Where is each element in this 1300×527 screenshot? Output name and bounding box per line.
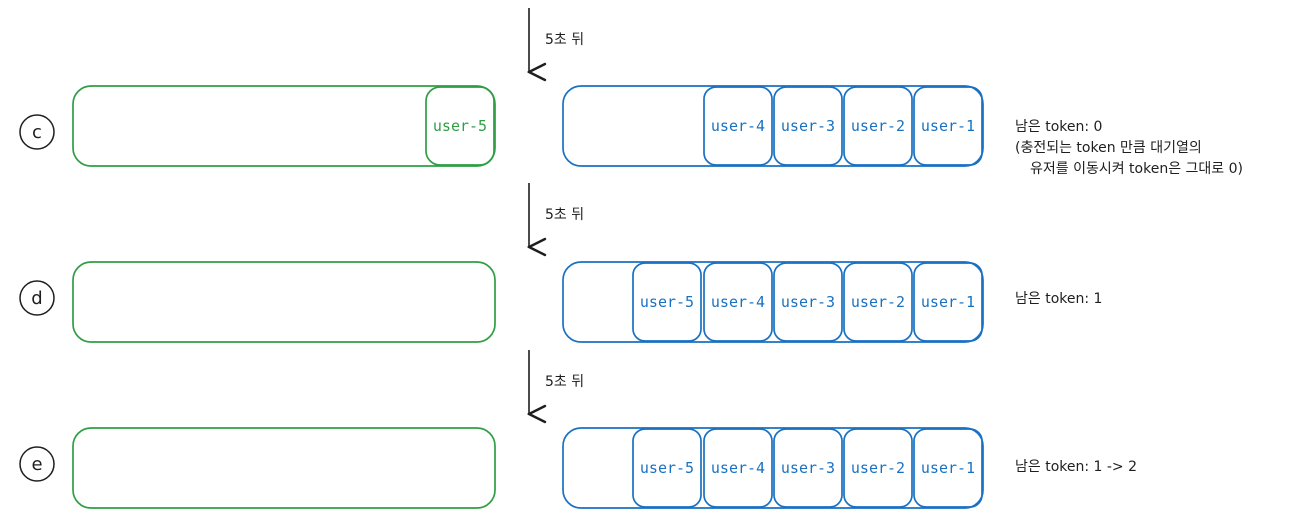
row-e-green-queue — [72, 427, 496, 509]
row-c-id: c — [32, 122, 42, 143]
row-d-blue-queue — [562, 261, 984, 343]
row-e-circle: e — [19, 446, 55, 482]
row-c-blue-user: user-4 — [711, 117, 765, 135]
row-c-green-user-box — [425, 86, 495, 166]
row-d-blue-user-box — [913, 262, 983, 342]
row-d-blue-user-box — [703, 262, 773, 342]
row-e-blue-user-box — [632, 428, 702, 508]
row-d-blue-user-box — [632, 262, 702, 342]
row-d: d user-5 user-4 user-3 user-2 user-1 남은 … — [19, 261, 1102, 343]
row-d-blue-user: user-2 — [851, 293, 905, 311]
time-arrow-3: 5초 뒤 — [529, 350, 584, 414]
row-e-blue-user-box — [913, 428, 983, 508]
time-arrow-1-label: 5초 뒤 — [545, 32, 584, 48]
row-c-note-line-3: 유저를 이동시켜 token은 그대로 0) — [1030, 161, 1243, 177]
row-e: e user-5 user-4 user-3 user-2 user-1 남은 … — [19, 427, 1137, 509]
row-d-blue-user-box — [773, 262, 843, 342]
row-c-blue-user-box — [703, 86, 773, 166]
row-d-blue-user-box — [843, 262, 913, 342]
row-d-green-queue — [72, 261, 496, 343]
row-e-blue-user: user-4 — [711, 459, 765, 477]
row-c-green-queue — [72, 85, 496, 167]
row-c-blue-user-box — [843, 86, 913, 166]
row-c-blue-user: user-2 — [851, 117, 905, 135]
row-d-blue-user: user-4 — [711, 293, 765, 311]
row-d-note-line-1: 남은 token: 1 — [1015, 291, 1102, 307]
row-c-blue-user: user-1 — [921, 117, 975, 135]
row-c-blue-user: user-3 — [781, 117, 835, 135]
row-e-blue-queue — [562, 427, 984, 509]
row-e-blue-user-box — [843, 428, 913, 508]
row-e-blue-user-box — [773, 428, 843, 508]
row-c-circle: c — [19, 114, 55, 150]
row-d-circle: d — [19, 280, 55, 316]
row-e-blue-user: user-2 — [851, 459, 905, 477]
row-d-id: d — [31, 288, 42, 309]
row-e-blue-user: user-1 — [921, 459, 975, 477]
row-e-blue-user: user-5 — [640, 459, 694, 477]
row-e-blue-user: user-3 — [781, 459, 835, 477]
row-d-blue-user: user-5 — [640, 293, 694, 311]
row-c: c user-5 user-4 user-3 user-2 user-1 남은 … — [19, 85, 1243, 177]
time-arrow-2: 5초 뒤 — [529, 183, 584, 247]
row-c-note-line-1: 남은 token: 0 — [1015, 119, 1102, 135]
row-e-note-line-1: 남은 token: 1 -> 2 — [1015, 459, 1137, 475]
row-c-green-user: user-5 — [433, 117, 487, 135]
time-arrow-2-label: 5초 뒤 — [545, 207, 584, 223]
row-c-blue-user-box — [773, 86, 843, 166]
row-c-blue-queue — [562, 85, 984, 167]
time-arrow-1: 5초 뒤 — [529, 8, 584, 72]
row-d-blue-user: user-3 — [781, 293, 835, 311]
row-d-blue-user: user-1 — [921, 293, 975, 311]
row-c-note-line-2: (충전되는 token 만큼 대기열의 — [1015, 140, 1202, 156]
row-e-blue-user-box — [703, 428, 773, 508]
time-arrow-3-label: 5초 뒤 — [545, 374, 584, 390]
row-c-blue-user-box — [913, 86, 983, 166]
row-e-id: e — [31, 454, 42, 475]
